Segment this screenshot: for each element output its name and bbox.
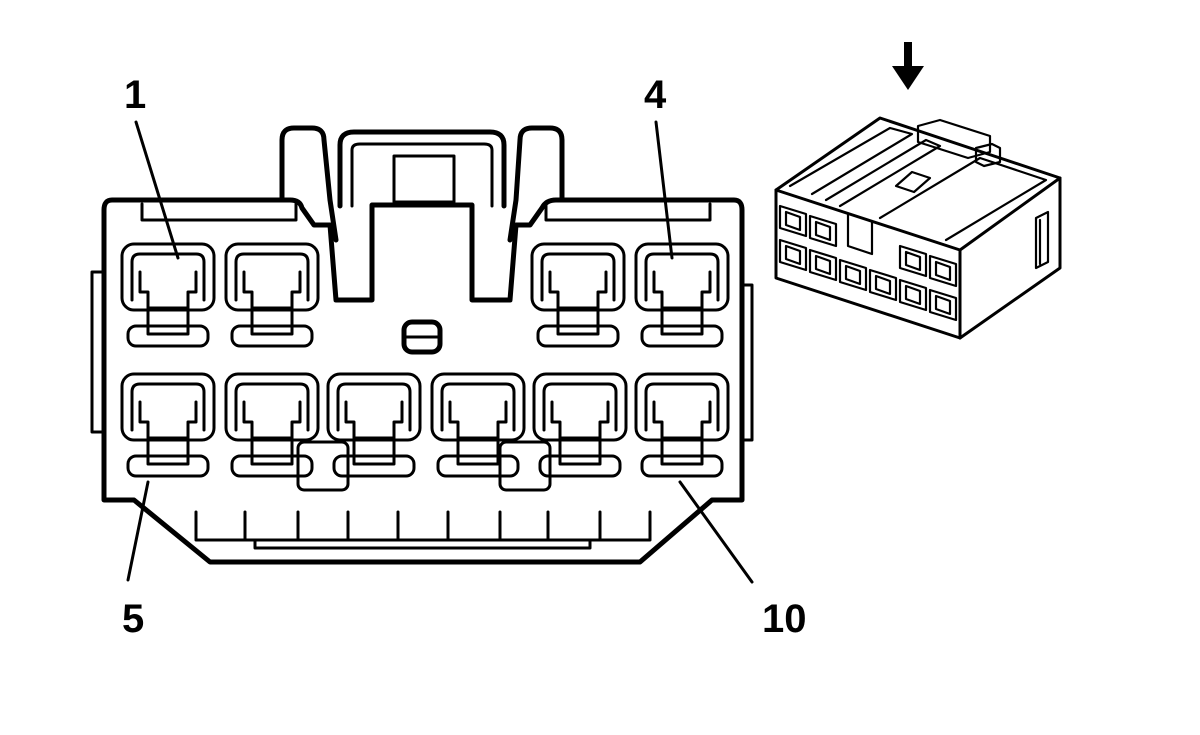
iso-lock-ramp — [894, 170, 932, 194]
iso-cavity — [808, 214, 838, 248]
leader-pin10 — [678, 480, 754, 584]
iso-top-ridge-mid — [824, 138, 942, 208]
iso-cavity — [928, 254, 958, 288]
lock-tab — [392, 154, 456, 204]
terminal-cavity — [224, 242, 320, 348]
iso-front-divider — [846, 212, 874, 256]
iso-cavity — [808, 248, 838, 282]
center-lock-inner — [350, 142, 494, 208]
iso-side-slot — [1034, 210, 1050, 270]
pin-label-5: 5 — [122, 597, 144, 641]
cavity-bridge — [296, 440, 350, 492]
pin-label-1: 1 — [124, 73, 146, 117]
leader-pin4 — [654, 120, 674, 260]
left-shelf — [140, 202, 298, 222]
terminal-cavity — [530, 242, 626, 348]
pin-label-4: 4 — [644, 73, 667, 117]
right-rib — [740, 283, 754, 442]
center-lock-frame — [337, 129, 507, 209]
right-shelf — [544, 202, 712, 222]
connector-isometric-view — [774, 116, 1062, 340]
pin-label-10: 10 — [762, 597, 807, 641]
arrow-down-icon — [892, 42, 924, 90]
iso-lock-block — [916, 118, 992, 160]
terminal-cavity — [326, 372, 422, 478]
terminal-cavity — [634, 372, 730, 478]
iso-cavity — [898, 278, 928, 312]
right-latch-arm — [507, 125, 565, 243]
leader-lines — [126, 120, 754, 584]
bottom-comb — [194, 510, 652, 542]
iso-right-face — [958, 176, 1062, 340]
iso-cavity — [778, 204, 808, 238]
housing-outline — [101, 197, 745, 565]
iso-lock-tab — [974, 142, 1002, 168]
terminal-cavity — [430, 372, 526, 478]
terminal-cavity — [120, 242, 216, 348]
iso-top-face — [774, 116, 1062, 252]
iso-cavity — [928, 288, 958, 322]
iso-cavity — [778, 238, 808, 272]
left-rib — [90, 270, 106, 434]
leader-pin5 — [126, 480, 150, 582]
iso-front-cavities — [778, 204, 958, 322]
terminal-cavity — [120, 372, 216, 478]
terminal-cavity — [532, 372, 628, 478]
iso-top-ridge-right — [878, 156, 1048, 242]
iso-cavity — [898, 244, 928, 278]
iso-cavity — [838, 258, 868, 292]
terminal-cavity — [224, 372, 320, 478]
bottom-lip — [253, 538, 592, 550]
connector-front-view — [90, 125, 754, 565]
terminal-cavity — [634, 242, 730, 348]
iso-cavity — [868, 268, 898, 302]
leader-pin1 — [134, 120, 180, 260]
left-latch-arm — [279, 125, 339, 243]
terminal-cavities — [120, 242, 730, 492]
comb-teeth — [243, 510, 602, 542]
cavity-bridge — [498, 440, 552, 492]
iso-top-ridge-left — [788, 126, 914, 196]
